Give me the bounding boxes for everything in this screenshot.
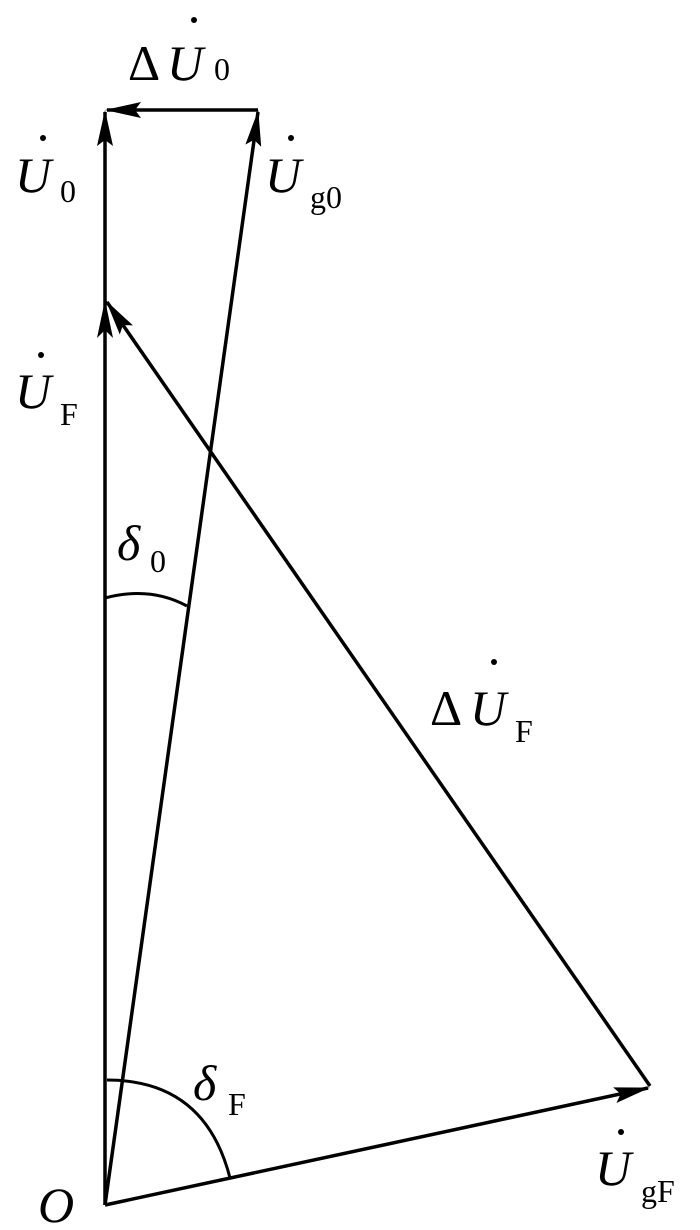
svg-text:0: 0 [150,543,166,579]
svg-text:U: U [167,35,206,91]
svg-text:F: F [515,713,533,749]
ug0-vector [103,110,262,1206]
svg-text:δ: δ [117,515,141,571]
svg-text:0: 0 [60,173,76,209]
delta-uf-vector [105,300,652,1087]
ugf-vector [104,1086,650,1207]
deltaf-arc [106,1078,232,1179]
svg-text:Δ: Δ [430,680,462,736]
svg-text:F: F [60,396,78,432]
svg-text:U: U [15,363,54,419]
svg-text:U: U [470,680,509,736]
svg-text:0: 0 [214,51,230,87]
deltaf-label: δ F [193,1055,246,1122]
uf-label: U F [15,352,78,432]
svg-text:U: U [595,1140,634,1196]
svg-text:F: F [228,1086,246,1122]
ugf-label: U gF [595,1129,675,1209]
u0-label: U 0 [15,135,76,209]
svg-text:U: U [15,147,54,203]
svg-text:δ: δ [193,1055,217,1111]
svg-text:g0: g0 [310,179,342,215]
delta0-arc [104,592,188,608]
delta-u0-label: Δ U 0 [128,17,230,91]
svg-text:Δ: Δ [128,35,160,91]
svg-text:gF: gF [641,1173,675,1209]
delta0-label: δ 0 [117,515,166,579]
origin-label: O [38,1177,74,1230]
delta-uf-label: Δ U F [430,659,533,749]
ug0-label: U g0 [265,135,342,215]
svg-text:U: U [265,147,304,203]
